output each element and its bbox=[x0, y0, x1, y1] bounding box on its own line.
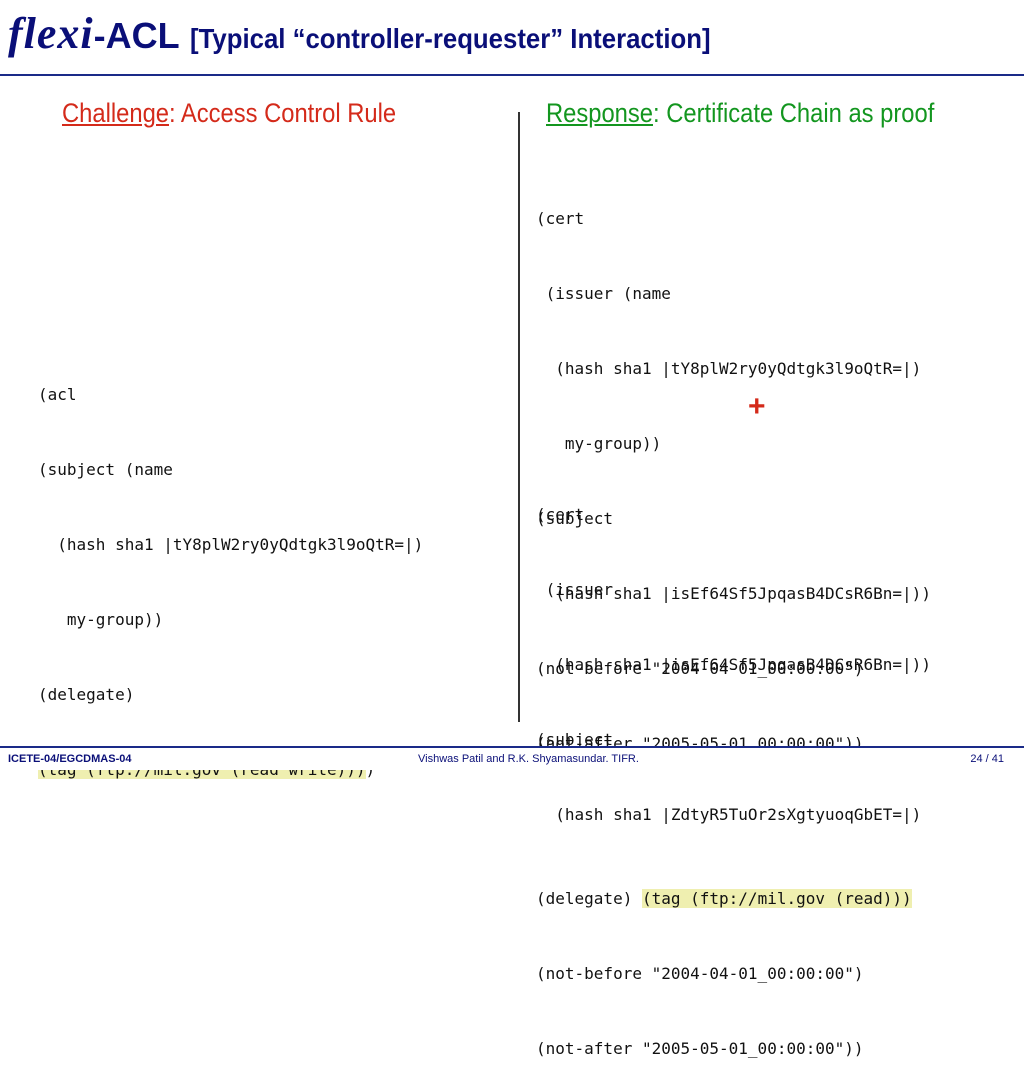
challenge-text: : Access Control Rule bbox=[169, 98, 397, 128]
delegate-prefix: (delegate) bbox=[536, 889, 642, 908]
acl-code-block: (acl (subject (name (hash sha1 |tY8plW2r… bbox=[38, 332, 423, 807]
code-line: (not-after "2005-05-01_00:00:00")) bbox=[536, 1039, 864, 1058]
code-line: (subject bbox=[536, 730, 614, 749]
code-line: my-group)) bbox=[536, 434, 662, 453]
code-line: (not-before "2004-04-01_00:00:00") bbox=[536, 964, 864, 983]
response-heading: Response: Certificate Chain as proof bbox=[546, 98, 934, 129]
code-line: (issuer (name bbox=[536, 284, 671, 303]
code-line-delegate: (delegate) (tag (ftp://mil.gov (read))) bbox=[536, 886, 931, 911]
response-label: Response bbox=[546, 98, 654, 128]
cert-1-code-block: (cert (issuer (name (hash sha1 |tY8plW2r… bbox=[536, 156, 931, 781]
code-line: (hash sha1 |ZdtyR5TuOr2sXgtyuoqGbET=|) bbox=[536, 805, 922, 824]
cert-tag-highlight: (tag (ftp://mil.gov (read))) bbox=[641, 889, 912, 908]
title-acl: -ACL bbox=[93, 15, 180, 56]
challenge-label: Challenge bbox=[62, 98, 170, 128]
footer-conference: ICETE-04/EGCDMAS-04 bbox=[8, 753, 132, 765]
response-text: : Certificate Chain as proof bbox=[653, 98, 935, 128]
footer-page-number: 24 / 41 bbox=[970, 753, 1004, 765]
challenge-heading: Challenge: Access Control Rule bbox=[62, 98, 396, 129]
code-line: my-group)) bbox=[38, 610, 164, 629]
code-line: (subject (name bbox=[38, 460, 173, 479]
footer-bar: ICETE-04/EGCDMAS-04 Vishwas Patil and R.… bbox=[0, 746, 1024, 770]
code-line: (hash sha1 |tY8plW2ry0yQdtgk3l9oQtR=|) bbox=[536, 359, 922, 378]
code-line: (hash sha1 |isEf64Sf5JpqasB4DCsR6Bn=|)) bbox=[536, 584, 931, 603]
code-line: (cert bbox=[536, 209, 585, 228]
title-italic: flexi bbox=[8, 9, 94, 58]
code-line: (not-before "2004-04-01_00:00:00") bbox=[536, 659, 864, 678]
slide-title: flexi-ACL [Typical “controller-requester”… bbox=[8, 8, 755, 68]
code-line: (acl bbox=[38, 385, 77, 404]
title-divider bbox=[0, 74, 1024, 76]
code-line: (hash sha1 |isEf64Sf5JpqasB4DCsR6Bn=|)) bbox=[536, 655, 931, 674]
code-line: (issuer bbox=[536, 580, 614, 599]
footer-authors: Vishwas Patil and R.K. Shyamasundar. TIF… bbox=[418, 753, 639, 765]
code-line: (cert bbox=[536, 505, 585, 524]
plus-sign: + bbox=[748, 390, 766, 423]
column-divider bbox=[518, 112, 520, 722]
code-line: (subject bbox=[536, 509, 614, 528]
title-subtitle: [Typical “controller-requester” Interact… bbox=[189, 23, 711, 54]
code-line: (delegate) bbox=[38, 685, 135, 704]
code-line: (hash sha1 |tY8plW2ry0yQdtgk3l9oQtR=|) bbox=[38, 535, 424, 554]
